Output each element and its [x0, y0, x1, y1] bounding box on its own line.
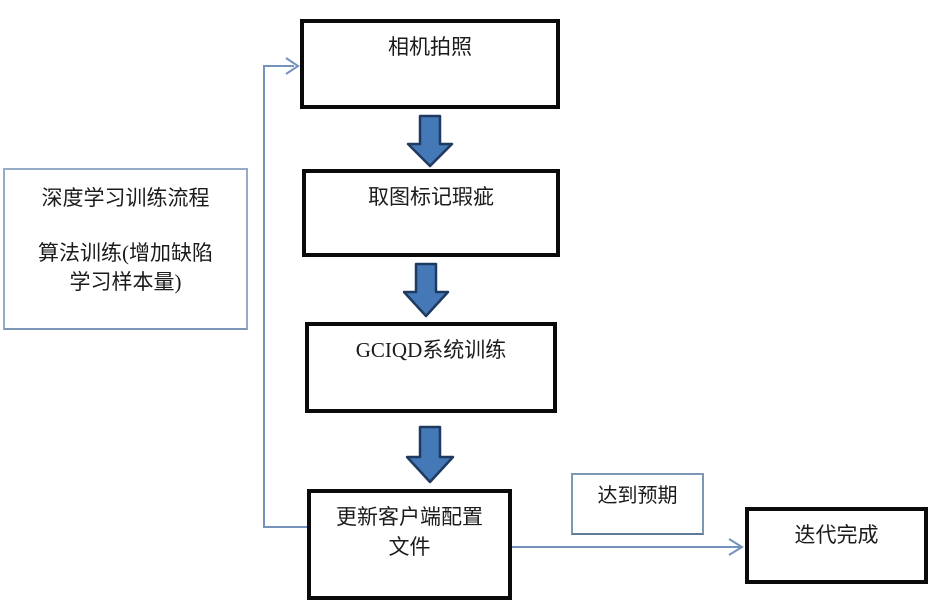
node-camera: 相机拍照: [300, 19, 560, 109]
side-note-title: 深度学习训练流程: [41, 186, 210, 210]
node-update-config-label: 更新客户端配置文件: [336, 505, 483, 559]
node-update-config: 更新客户端配置文件: [307, 489, 512, 600]
edge-label-text: 达到预期: [597, 485, 678, 507]
node-iteration-done: 迭代完成: [745, 507, 928, 584]
node-mark-defects: 取图标记瑕疵: [302, 169, 560, 257]
node-system-training: GCIQD系统训练: [305, 322, 557, 413]
down-block-arrow-icon: [406, 114, 454, 168]
node-mark-defects-label: 取图标记瑕疵: [368, 185, 494, 209]
down-block-arrow-icon: [402, 262, 450, 318]
feedback-arrowhead-icon: [285, 57, 300, 75]
feedback-connector-line: [263, 65, 307, 528]
edge-label-box: 达到预期: [571, 473, 704, 535]
node-system-training-label: GCIQD系统训练: [355, 338, 507, 362]
done-arrowhead-icon: [728, 538, 744, 556]
node-camera-label: 相机拍照: [388, 35, 472, 59]
side-note-box: 深度学习训练流程 算法训练(增加缺陷学习样本量): [3, 168, 248, 330]
down-block-arrow-icon: [405, 425, 455, 484]
node-iteration-done-label: 迭代完成: [794, 523, 879, 547]
side-note-body: 算法训练(增加缺陷学习样本量): [38, 241, 213, 294]
